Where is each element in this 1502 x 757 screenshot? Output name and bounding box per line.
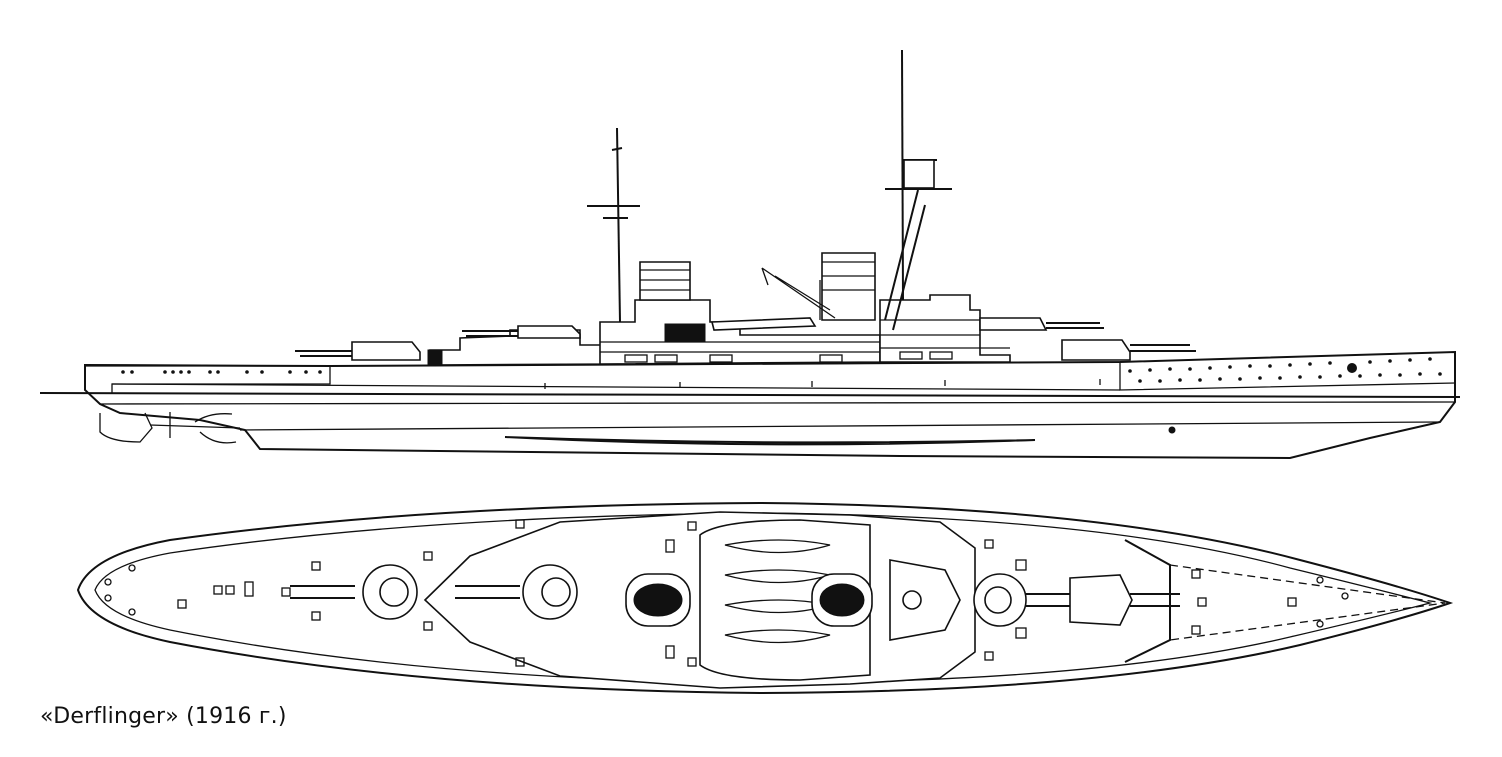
plan-turret-aft-superfiring	[455, 564, 578, 620]
side-turret-fore-outer	[1061, 339, 1196, 361]
fore-mast	[884, 49, 952, 331]
bilge-keel	[504, 436, 1036, 446]
portholes-forward	[1128, 357, 1442, 434]
drawing-caption: «Derflinger» (1916 г.)	[40, 704, 287, 729]
plan-funnels	[625, 573, 873, 627]
quarterdeck	[85, 365, 331, 393]
side-hull	[84, 350, 1456, 460]
side-turret-fore-superfiring	[979, 317, 1104, 331]
plan-conning-tower	[902, 590, 922, 610]
main-mast	[587, 127, 640, 323]
rudder	[99, 412, 153, 443]
frame-ticks	[544, 379, 1101, 389]
fore-superstructure	[879, 294, 1011, 363]
boat-crane	[761, 267, 836, 320]
aft-deck-hatch	[427, 349, 443, 365]
side-turret-aft-superfiring	[462, 325, 581, 339]
side-profile	[39, 49, 1461, 460]
fore-top	[903, 159, 935, 189]
belt-line-upper	[111, 383, 1121, 391]
waterline	[39, 392, 1461, 398]
forecastle	[1119, 362, 1456, 391]
plan-turret-fore-outer	[1069, 574, 1180, 626]
breakwater	[1124, 539, 1171, 663]
fore-funnel	[821, 252, 876, 321]
plan-hull-outline	[76, 501, 1454, 695]
belt-line-bottom	[239, 421, 1441, 431]
portholes-aft	[121, 370, 322, 374]
side-turret-aft-outer	[295, 341, 421, 361]
ship-boats	[710, 317, 817, 331]
midship-bulkhead	[664, 323, 706, 343]
aft-funnel	[639, 261, 691, 301]
plan-turret-aft-outer	[290, 564, 418, 620]
plan-turret-fore-superfiring	[973, 573, 1080, 627]
belt-line-lower	[99, 401, 1456, 405]
forecastle-edge	[1169, 564, 1446, 641]
plan-deck-fittings	[104, 519, 1349, 667]
plan-bridge	[889, 559, 961, 641]
superstructure-windows	[600, 319, 1010, 363]
plan-view	[76, 501, 1454, 695]
propeller-shaft	[149, 412, 241, 444]
plan-hull-inner	[94, 512, 1433, 684]
